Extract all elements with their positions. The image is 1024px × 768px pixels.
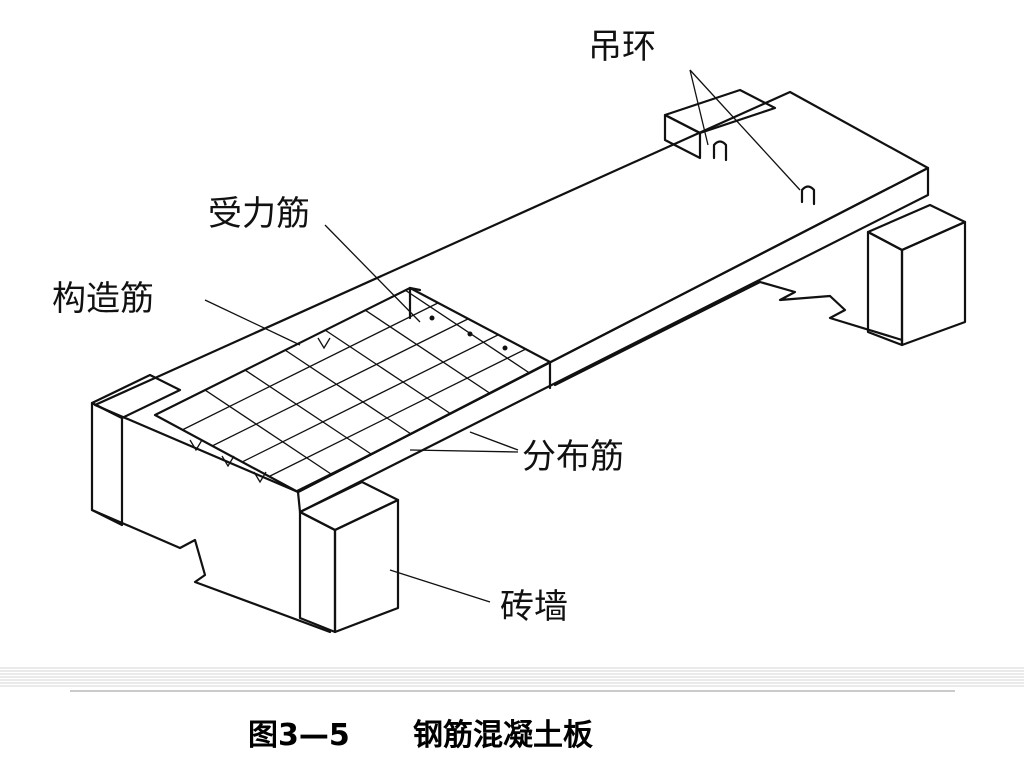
brick-wall-right	[866, 203, 967, 347]
slab-top-surface	[93, 90, 930, 494]
brick-wall-left	[90, 373, 182, 527]
label-brick-wall: 砖墙	[500, 587, 568, 627]
brick-wall-back-top	[663, 88, 777, 160]
background-rules	[0, 667, 1024, 692]
label-lifting-ring: 吊环	[588, 27, 656, 67]
brick-wall-center	[298, 480, 400, 634]
leader-lines	[204, 69, 801, 603]
slab-drawing	[90, 69, 967, 634]
label-construction-rebar: 构造筋	[52, 279, 154, 319]
label-main-rebar: 受力筋	[208, 194, 310, 234]
figure-caption: 图3—5 钢筋混凝土板	[248, 718, 593, 753]
figure-title: 钢筋混凝土板	[413, 718, 593, 753]
slab-front-edge	[296, 166, 930, 514]
figure-number: 图3—5	[248, 718, 350, 753]
label-distribution-rebar: 分布筋	[522, 437, 624, 477]
lifting-ring-marks	[712, 140, 816, 206]
rebar-section-marks	[189, 315, 508, 484]
